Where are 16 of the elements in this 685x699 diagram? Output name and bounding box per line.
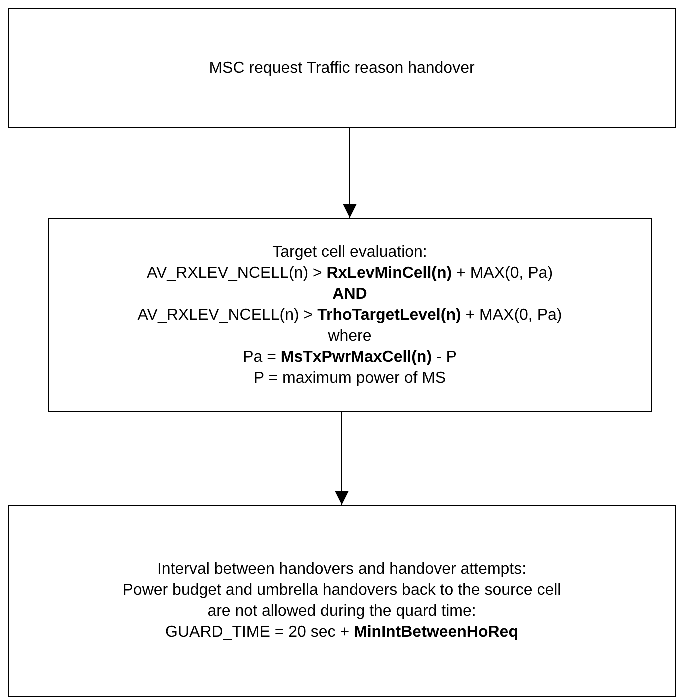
box-text: where [327,326,373,346]
box-text: AND [332,284,368,304]
box-text: Pa = MsTxPwrMaxCell(n) - P [242,348,458,368]
box-text: MSC request Traffic reason handover [208,58,476,78]
box-text: P = maximum power of MS [252,368,448,388]
box-text: AV_RXLEV_NCELL(n) > TrhoTargetLevel(n) + MAX(0, Pa) [136,306,564,326]
box-text: GUARD_TIME = 20 sec + MinIntBetweenHoReq [164,623,520,643]
arrow [343,128,357,218]
box-text: Power budget and umbrella handovers back to the source cell are not allowed during the quard time: [122,581,562,622]
process-box [8,8,676,128]
box-text: AV_RXLEV_NCELL(n) > RxLevMinCell(n) + MAX(0, Pa) [146,264,554,284]
box-text: Target cell evaluation: [272,242,428,262]
process-box [8,505,676,697]
arrow [335,412,349,506]
process-box [48,218,652,412]
box-text: Interval between handovers and handover attempts: [156,560,528,580]
